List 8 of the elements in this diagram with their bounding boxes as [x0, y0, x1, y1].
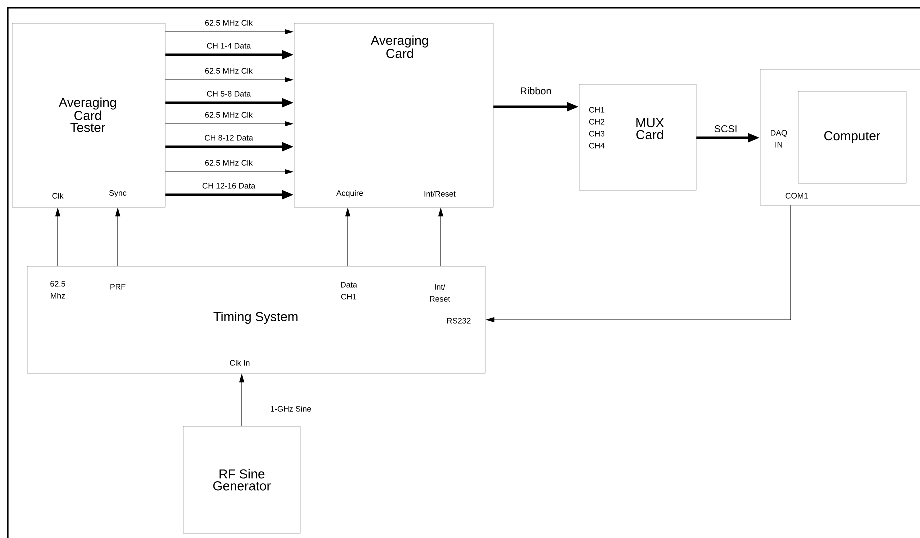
block-title: MUX Card: [636, 118, 664, 140]
block-title: Averaging Card Tester: [59, 98, 116, 132]
edge-label: Ribbon: [520, 86, 552, 96]
block-title: Averaging Card: [371, 36, 428, 58]
block-title: Computer: [824, 131, 880, 144]
edge-label: SCSI: [714, 124, 738, 134]
block-title: Timing System: [214, 312, 298, 324]
block-title: RF Sine Generator: [214, 469, 271, 491]
